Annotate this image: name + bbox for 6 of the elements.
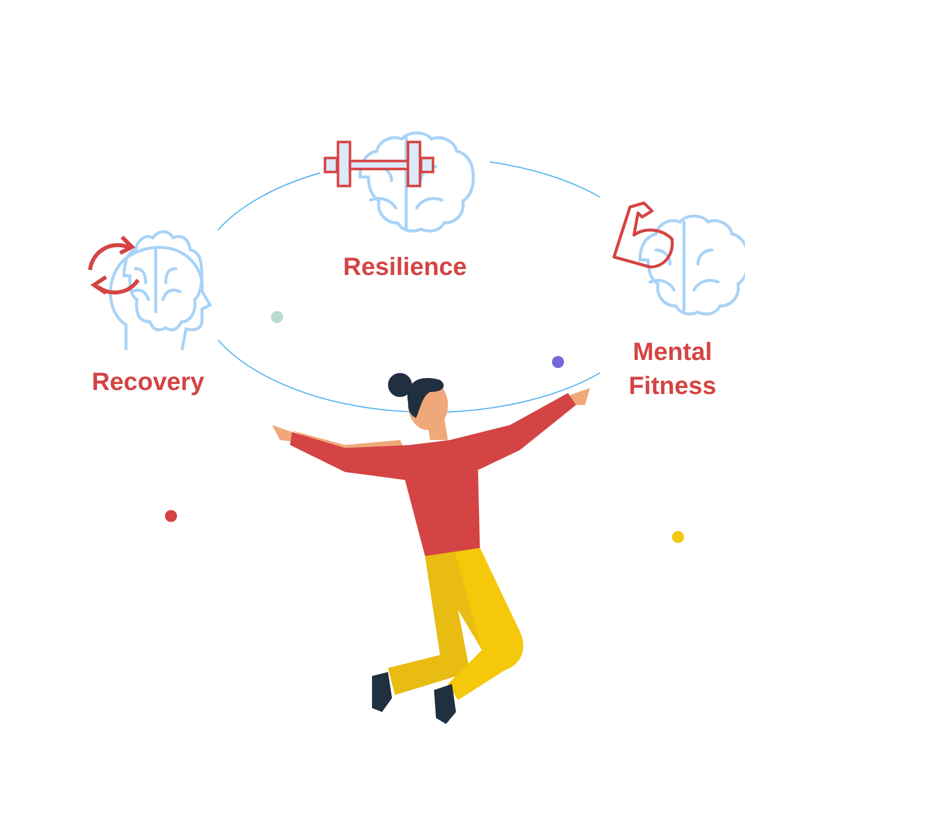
node-label: Mental Fitness (628, 337, 718, 402)
connector-arc (218, 172, 320, 230)
node-label: Resilience (342, 252, 468, 283)
node-label: Recovery (90, 367, 206, 398)
connector-arc (490, 161, 600, 198)
connector-arc (218, 340, 600, 413)
